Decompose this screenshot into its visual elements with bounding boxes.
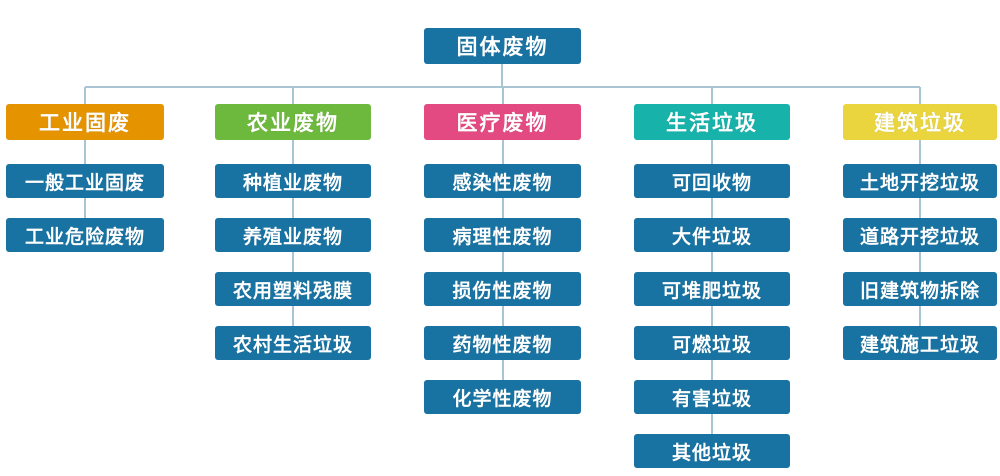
child-node: 养殖业废物 — [215, 218, 371, 252]
connector-branch-stub — [84, 87, 86, 105]
category-column-2: 农业废物种植业废物养殖业废物农用塑料残膜农村生活垃圾 — [215, 104, 371, 360]
child-node: 种植业废物 — [215, 164, 371, 198]
child-node: 建筑施工垃圾 — [843, 326, 997, 360]
connector-branch-stub — [292, 87, 294, 105]
category-header: 工业固废 — [6, 104, 164, 140]
category-column-4: 生活垃圾可回收物大件垃圾可堆肥垃圾可燃垃圾有害垃圾其他垃圾 — [634, 104, 790, 468]
child-node: 感染性废物 — [424, 164, 581, 198]
child-node: 工业危险废物 — [6, 218, 164, 252]
connector-root-stem — [501, 64, 503, 87]
child-node: 一般工业固废 — [6, 164, 164, 198]
category-header: 农业废物 — [215, 104, 371, 140]
child-node: 化学性废物 — [424, 380, 581, 414]
child-node: 损伤性废物 — [424, 272, 581, 306]
child-node: 可堆肥垃圾 — [634, 272, 790, 306]
connector-column-line — [501, 124, 504, 397]
category-column-5: 建筑垃圾土地开挖垃圾道路开挖垃圾旧建筑物拆除建筑施工垃圾 — [843, 104, 997, 360]
child-node: 农用塑料残膜 — [215, 272, 371, 306]
child-node: 药物性废物 — [424, 326, 581, 360]
child-node: 农村生活垃圾 — [215, 326, 371, 360]
child-node: 有害垃圾 — [634, 380, 790, 414]
child-node: 病理性废物 — [424, 218, 581, 252]
category-header: 医疗废物 — [424, 104, 581, 140]
category-header: 建筑垃圾 — [843, 104, 997, 140]
category-header: 生活垃圾 — [634, 104, 790, 140]
connector-branch-stub — [919, 87, 921, 105]
child-node: 道路开挖垃圾 — [843, 218, 997, 252]
root-node: 固体废物 — [424, 28, 581, 64]
connector-branch-stub — [501, 87, 504, 105]
child-node: 大件垃圾 — [634, 218, 790, 252]
category-column-1: 工业固废一般工业固废工业危险废物 — [6, 104, 164, 252]
child-node: 其他垃圾 — [634, 434, 790, 468]
connector-branch-stub — [711, 87, 713, 105]
child-node: 可回收物 — [634, 164, 790, 198]
child-node: 可燃垃圾 — [634, 326, 790, 360]
child-node: 旧建筑物拆除 — [843, 272, 997, 306]
category-column-3: 医疗废物感染性废物病理性废物损伤性废物药物性废物化学性废物 — [424, 104, 581, 414]
child-node: 土地开挖垃圾 — [843, 164, 997, 198]
